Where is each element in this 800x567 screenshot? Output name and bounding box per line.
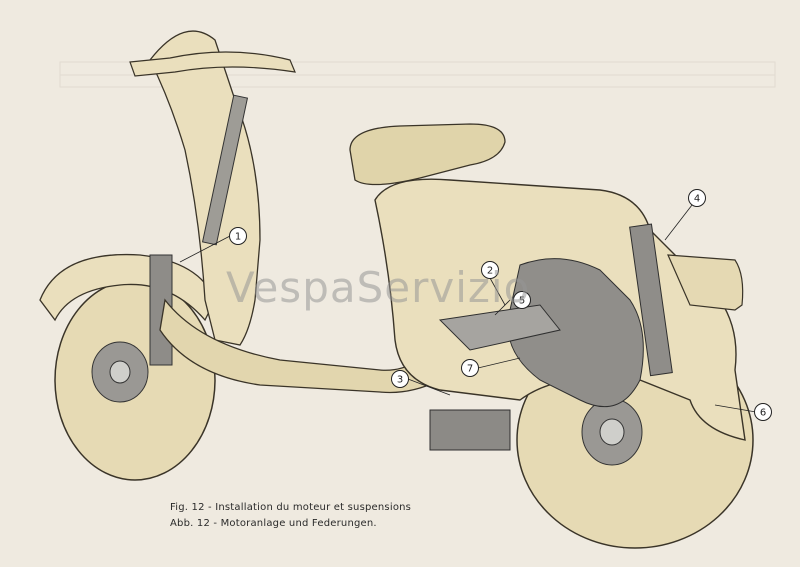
callout-5: 5 [513,291,531,309]
callout-label: 7 [467,364,473,375]
callouts [179,204,757,413]
callout-6: 6 [754,403,772,421]
callout-label: 1 [235,232,241,243]
callout-2: 2 [481,261,499,279]
callout-label: 4 [694,194,700,205]
callout-4: 4 [688,189,706,207]
saddle [349,123,506,186]
rear-shock [629,223,673,377]
figure-caption: Fig. 12 - Installation du moteur et susp… [170,500,411,532]
callout-label: 2 [487,266,493,277]
caption-german: Abb. 12 - Motoranlage und Federungen. [170,518,377,529]
watermark: VespaServizio [226,263,531,312]
front-wheel [54,279,216,481]
engine [429,258,644,451]
callout-label: 5 [519,296,525,307]
callout-label: 3 [397,375,403,386]
caption-french: Fig. 12 - Installation du moteur et susp… [170,502,412,513]
handlebar [129,51,296,77]
callout-3: 3 [391,370,409,388]
callout-1: 1 [229,227,247,245]
callout-7: 7 [461,359,479,377]
tail-box [667,254,744,311]
callout-label: 6 [760,408,766,419]
